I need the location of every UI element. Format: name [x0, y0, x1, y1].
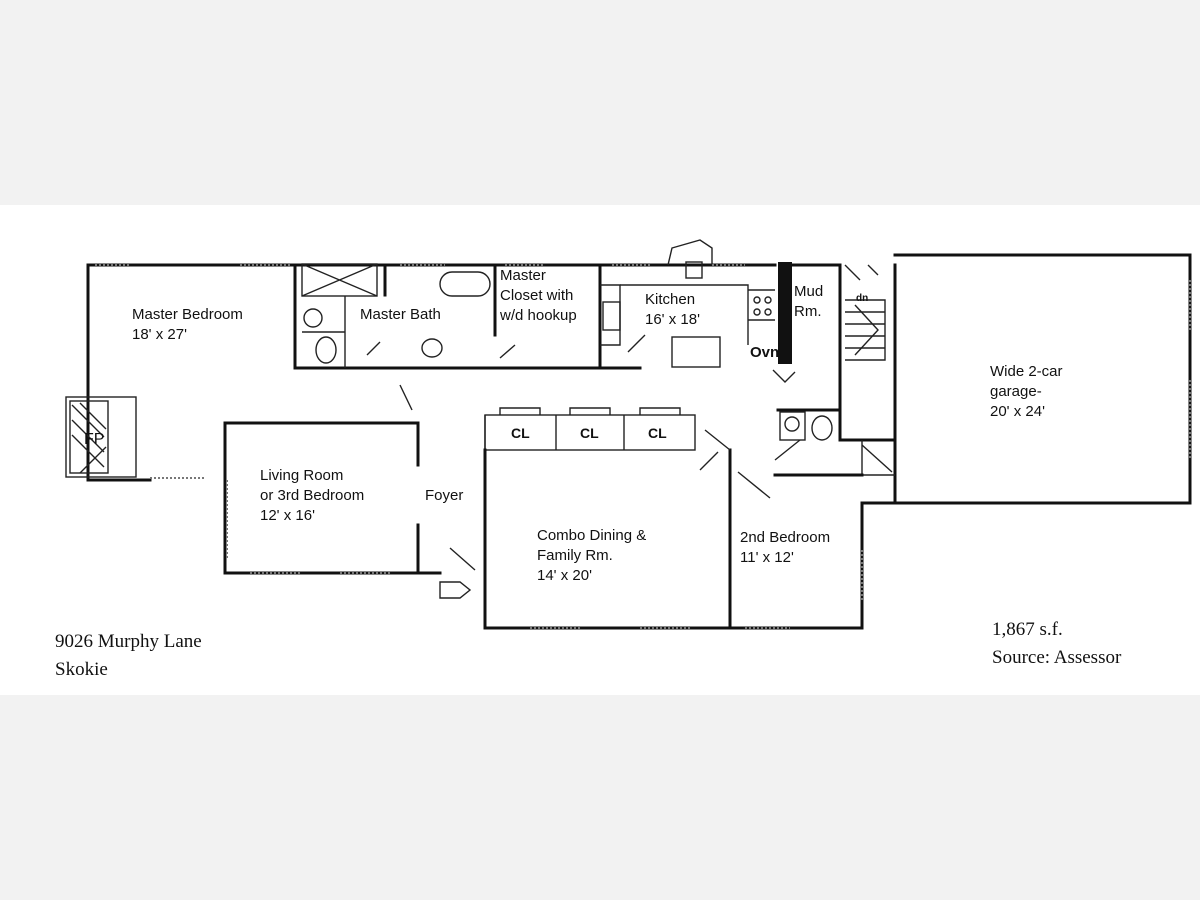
closet-label-1: CL [511, 425, 530, 441]
stairs-down-label: dn [856, 293, 869, 304]
fireplace-symbol [65, 396, 137, 478]
master-bath-walls [293, 263, 602, 370]
dining-room-walls [439, 429, 734, 630]
fireplace-label: FP [84, 431, 105, 448]
living-room-walls [223, 384, 442, 575]
combo-dining-label: Combo Dining &Family Rm.14' x 20' [537, 527, 647, 584]
kitchen-walls [598, 239, 796, 383]
foyer-label: Foyer [425, 487, 464, 504]
closet-label-2: CL [580, 425, 599, 441]
master-bedroom-walls [86, 263, 387, 482]
closet-row [484, 407, 696, 451]
master-bath-label: Master Bath [360, 306, 441, 323]
garage-walls [861, 253, 1192, 505]
mud-room-walls [776, 262, 897, 442]
second-bedroom-walls [730, 439, 897, 630]
oven-label: Ovn [750, 344, 780, 361]
closet-label-3: CL [648, 425, 667, 441]
area-info-block: 1,867 s.f.Source: Assessor [992, 619, 1122, 668]
